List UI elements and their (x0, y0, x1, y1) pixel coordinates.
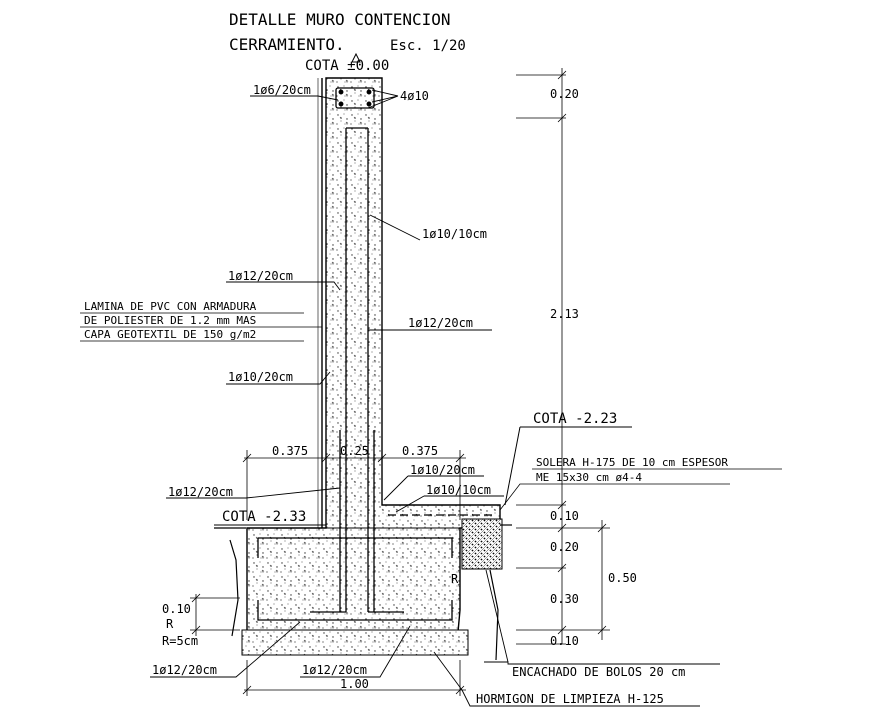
level-left: COTA -2.33 (222, 509, 306, 525)
title-scale: Esc. 1/20 (390, 38, 466, 54)
membrane-note: LAMINA DE PVC CON ARMADURA DE POLIESTER … (80, 300, 322, 342)
level-top-marker (351, 52, 361, 63)
dim-radius-label-right: R (451, 572, 459, 586)
label-bottom-left: 1ø12/20cm (152, 663, 217, 677)
title-line2: CERRAMIENTO. (229, 35, 345, 54)
label-bottom-mid: 1ø12/20cm (302, 663, 367, 677)
dim-stem: 0.25 (340, 444, 369, 458)
dim-base-width: 1.00 (340, 677, 369, 691)
dim-bottom (242, 660, 466, 696)
leader-lines (150, 89, 720, 707)
dim-footing-lower: 0.30 (550, 592, 579, 606)
dim-footing-total: 0.50 (608, 571, 637, 585)
dim-top-cap: 0.20 (550, 87, 579, 101)
membrane-note-line2: DE POLIESTER DE 1.2 mm MAS (84, 314, 256, 327)
label-outer-left-mid: 1ø10/20cm (228, 370, 293, 384)
dim-top-horizontal (242, 450, 466, 520)
level-top: COTA ±0.00 (305, 58, 389, 74)
label-footing-a: 1ø10/20cm (410, 463, 475, 477)
label-inner-right: 1ø10/10cm (422, 227, 487, 241)
gravel-fill (461, 518, 503, 570)
dim-wall-height: 2.13 (550, 307, 579, 321)
ground-lines (214, 524, 512, 661)
dim-footing-upper: 0.20 (550, 540, 579, 554)
dim-left-small (190, 593, 240, 636)
label-blinding: HORMIGON DE LIMPIEZA H-125 (476, 692, 664, 706)
label-gravel: ENCACHADO DE BOLOS 20 cm (512, 665, 685, 679)
rebar-cage (257, 87, 496, 621)
slab-note: SOLERA H-175 DE 10 cm ESPESOR ME 15x30 c… (499, 456, 782, 511)
dim-toe-left: 0.375 (272, 444, 308, 458)
label-outer-left-upper: 1ø12/20cm (228, 269, 293, 283)
dim-radius-label: R (166, 617, 174, 631)
label-stirrup-top: 1ø6/20cm (253, 83, 311, 97)
membrane-note-line1: LAMINA DE PVC CON ARMADURA (84, 300, 257, 313)
dim-left-small-value: 0.10 (162, 602, 191, 616)
label-bars-top: 4ø10 (400, 89, 429, 103)
dim-slab: 0.10 (550, 509, 579, 523)
dim-right (516, 68, 610, 645)
dim-heel-right: 0.375 (402, 444, 438, 458)
label-footing-b: 1ø10/10cm (426, 483, 491, 497)
slab-note-line2: ME 15x30 cm ø4-4 (536, 471, 642, 484)
label-starter-left: 1ø12/20cm (168, 485, 233, 499)
level-right: COTA -2.23 (533, 411, 617, 427)
title-line1: DETALLE MURO CONTENCION (229, 10, 451, 29)
dim-radius-value: R=5cm (162, 634, 198, 648)
dim-cleaning-layer: 0.10 (550, 634, 579, 648)
label-inner-right-mid: 1ø12/20cm (408, 316, 473, 330)
slab-note-line1: SOLERA H-175 DE 10 cm ESPESOR (536, 456, 728, 469)
wall-concrete (241, 77, 501, 656)
membrane-note-line3: CAPA GEOTEXTIL DE 150 g/m2 (84, 328, 256, 341)
